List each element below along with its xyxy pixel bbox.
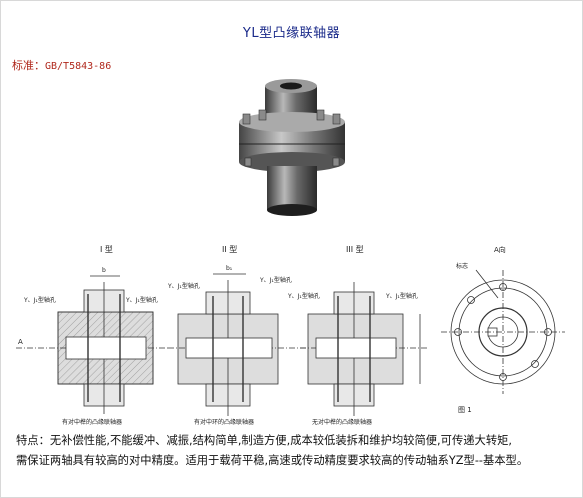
end-view-label: A向: [494, 245, 506, 254]
view-1-type-label: I 型: [100, 245, 113, 254]
view-3-type-label: III 型: [346, 245, 364, 254]
view-2-type-label: II 型: [222, 245, 237, 254]
standard-line: 标准：GB/T5843-86: [12, 57, 111, 73]
view-2-caption: 有对中环的凸缘联轴器: [194, 418, 254, 426]
figure-caption: 图 1: [458, 406, 472, 414]
view-1-caption: 有对中榫的凸缘联轴器: [62, 418, 122, 426]
view-type-2: [168, 273, 308, 416]
end-view: [441, 269, 565, 394]
view-3-key-label-2: Y、J₁型轴孔: [385, 292, 418, 300]
dim-b-label: b: [102, 267, 106, 274]
description: 特点：无补偿性能,不能缓冲、减振,结构简单,制造方便,成本较低装拆和维护均较简便…: [16, 431, 576, 471]
view-2-key-label-1: Y、J₁型轴孔: [167, 282, 200, 290]
arrow-a-label: A: [18, 338, 23, 346]
view-1-key-label-1: Y、J₁型轴孔: [23, 296, 56, 304]
description-line-2: 需保证两轴具有较高的对中精度。适用于载荷平稳,高速或传动精度要求较高的传动轴系Y…: [16, 454, 529, 467]
view-3-caption: 无对中榫的凸缘联轴器: [312, 418, 372, 426]
view-3-key-label-1: Y、J₁型轴孔: [287, 292, 320, 300]
view-1-key-label-2: Y、J₁型轴孔: [125, 296, 158, 304]
technical-drawing: I 型 II 型 III 型 A向 Y、J₁型轴孔 Y、J₁型轴孔 Y、J₁型轴…: [16, 245, 565, 426]
end-view-mark-label: 标志: [456, 262, 468, 270]
dim-b1-label: b₁: [226, 265, 233, 272]
page-title: YL型凸缘联轴器: [242, 26, 341, 41]
standard-code: GB/T5843-86: [45, 61, 112, 72]
coupling-photo: [239, 79, 345, 216]
description-line-1: 特点：无补偿性能,不能缓冲、减振,结构简单,制造方便,成本较低装拆和维护均较简便…: [16, 434, 513, 447]
view-2-key-label-2: Y、J₁型轴孔: [259, 276, 292, 284]
standard-label: 标准：: [12, 59, 45, 72]
view-type-1: [16, 275, 168, 414]
view-type-3: [300, 282, 428, 416]
